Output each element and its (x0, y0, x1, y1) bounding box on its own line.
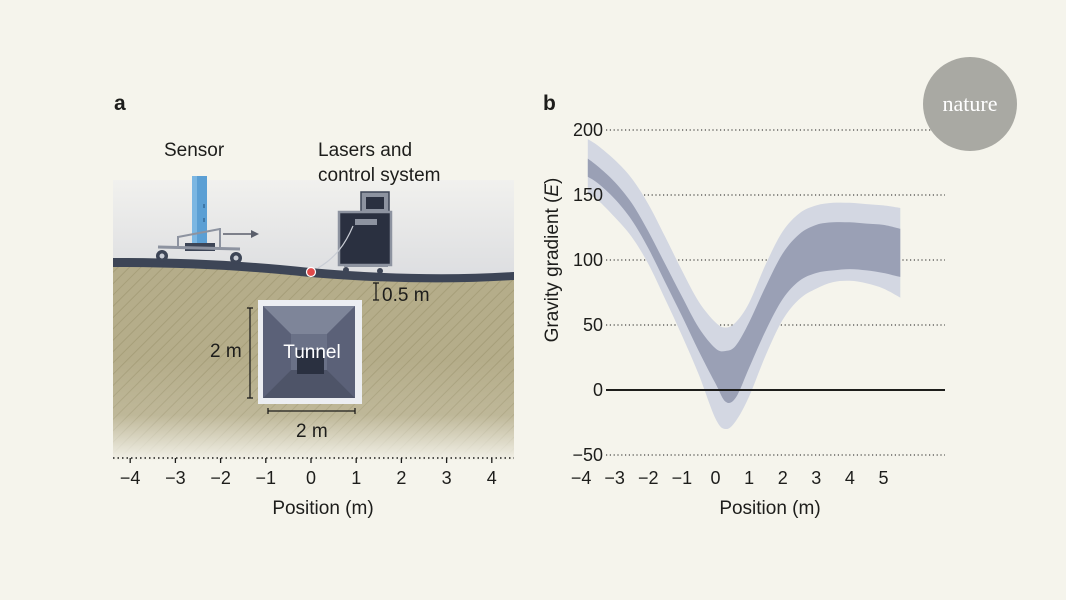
diagram-tick-label: −1 (256, 468, 277, 488)
chart-yticks: −50 0 50 100 150 200 (572, 120, 603, 465)
height-label: 2 m (210, 341, 242, 362)
depth-label: 0.5 m (382, 285, 430, 306)
inner-confidence-band (587, 158, 901, 404)
panel-a-letter: a (114, 92, 126, 115)
chart-ylabel: Gravity gradient (E) (542, 178, 563, 343)
diagram-xlabel: Position (m) (272, 498, 373, 519)
sensor-cart (156, 176, 259, 264)
panel-a: a (113, 92, 514, 519)
x-tick-label: 5 (878, 468, 888, 488)
x-tick-label: −4 (571, 468, 592, 488)
x-tick-label: 0 (710, 468, 720, 488)
diagram-tick-label: −4 (120, 468, 141, 488)
nature-logo: nature (923, 57, 1017, 151)
y-tick-label: 150 (573, 185, 603, 205)
x-tick-label: 1 (744, 468, 754, 488)
lasers-label-line1: Lasers and (318, 140, 412, 161)
panel-b: b −50 0 50 100 150 200 −4 −3 −2 −1 0 1 2 3 4 5 Positio… (542, 92, 945, 519)
y-tick-label: 100 (573, 250, 603, 270)
diagram-tick-label: 2 (396, 468, 406, 488)
diagram-tick-label: −3 (165, 468, 186, 488)
control-system (317, 191, 393, 274)
diagram-tick-label: −2 (210, 468, 231, 488)
lasers-label-line2: control system (318, 165, 440, 186)
diagram-tick-label: 0 (306, 468, 316, 488)
diagram-ticks: −4 −3 −2 −1 0 1 2 3 4 (120, 458, 497, 488)
x-tick-label: 3 (811, 468, 821, 488)
x-tick-label: −3 (604, 468, 625, 488)
x-tick-label: −1 (672, 468, 693, 488)
sensor-label: Sensor (164, 140, 225, 161)
x-tick-label: 4 (845, 468, 855, 488)
reference-marker (305, 266, 317, 278)
diagram-tick-label: 3 (442, 468, 452, 488)
y-tick-label: 50 (583, 315, 603, 335)
tunnel: Tunnel (258, 300, 362, 404)
outer-confidence-band (587, 139, 901, 430)
width-label: 2 m (296, 421, 328, 442)
cable (317, 225, 354, 269)
diagram-tick-label: 4 (487, 468, 497, 488)
y-tick-label: 0 (593, 380, 603, 400)
chart-xticks: −4 −3 −2 −1 0 1 2 3 4 5 (571, 468, 889, 488)
y-tick-label: 200 (573, 120, 603, 140)
chart-bands (587, 139, 901, 430)
y-tick-label: −50 (572, 445, 603, 465)
tunnel-label: Tunnel (283, 342, 340, 363)
chart-xlabel: Position (m) (719, 498, 820, 519)
panel-b-letter: b (543, 92, 556, 115)
diagram-tick-label: 1 (351, 468, 361, 488)
x-tick-label: 2 (778, 468, 788, 488)
nature-logo-text: nature (943, 91, 998, 116)
x-tick-label: −2 (638, 468, 659, 488)
arrow-head-icon (251, 230, 259, 238)
